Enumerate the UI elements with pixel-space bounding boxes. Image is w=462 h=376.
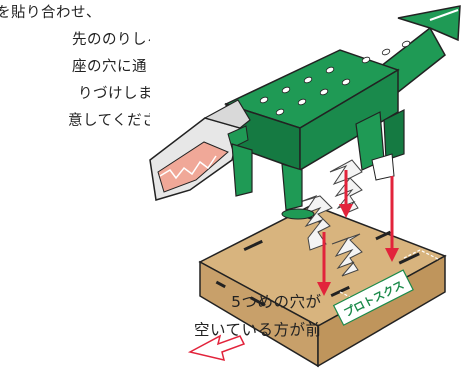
instruction-line: りづけします。: [78, 86, 150, 102]
slot-hole: [330, 285, 350, 298]
instruction-line: 意してください。: [68, 113, 150, 129]
front-direction-arrow-icon: [187, 334, 246, 362]
instruction-line: 先ののりしろを: [72, 32, 150, 48]
instruction-line: 座の穴に通して: [72, 59, 150, 75]
front-note: 5つめの穴が 空いている方が前: [194, 288, 322, 344]
front-note-line: 5つめの穴が: [231, 293, 322, 311]
slot-hole: [215, 280, 226, 289]
slot-hole: [243, 239, 263, 252]
instruction-text: を貼り合わせ、 先ののりしろを 座の穴に通して りづけします。 意してください。: [0, 0, 150, 135]
dinosaur-model: [149, 5, 461, 220]
down-arrow-icon: [317, 170, 399, 296]
front-note-line: 空いている方が前: [194, 321, 322, 339]
instruction-line: を貼り合わせ、: [0, 5, 101, 21]
slot-hole: [249, 296, 266, 307]
slot-hole: [375, 230, 392, 241]
slot-hole: [398, 252, 420, 265]
